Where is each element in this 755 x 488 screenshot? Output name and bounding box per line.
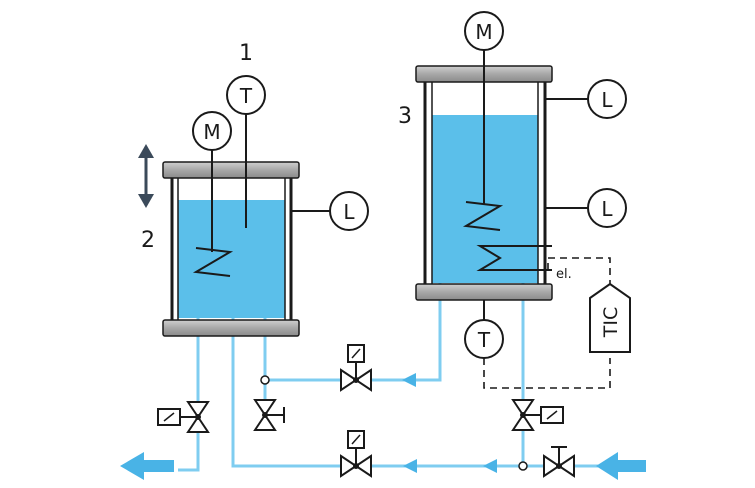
vessel-3-heater — [476, 245, 552, 271]
level-indicator-vessel-3-lower: L — [587, 188, 627, 228]
level-label: L — [601, 197, 613, 221]
flow-arrow-bottom — [403, 459, 417, 473]
level-label: L — [601, 88, 613, 112]
solenoid-valve-drain — [157, 401, 210, 433]
flow-arrow-transfer — [402, 373, 416, 387]
signal-line-temperature — [483, 358, 611, 389]
tic-controller: TIC — [589, 282, 631, 353]
manual-valve-branch — [253, 399, 285, 431]
inlet-arrow — [596, 452, 646, 480]
vessel-2-label: 2 — [141, 228, 155, 253]
motor-label: M — [203, 120, 220, 144]
vessel-2 — [162, 114, 300, 337]
vessel-2-bottom-flange — [162, 319, 300, 337]
level-indicator-vessel-2: L — [329, 191, 369, 231]
temperature-indicator-vessel-2: T — [226, 75, 266, 115]
temperature-label: T — [239, 84, 253, 108]
junction-node-left — [260, 375, 270, 385]
vessel-3 — [415, 50, 553, 320]
vessel-3-agitator-blade — [462, 201, 504, 231]
flow-arrow-feed — [483, 459, 497, 473]
level-label: L — [343, 200, 355, 224]
vessel-3-label: 3 — [398, 104, 412, 129]
signal-line-heater — [547, 257, 611, 284]
solenoid-valve-feed — [511, 399, 564, 431]
motor-indicator-vessel-2: M — [192, 111, 232, 151]
pipe-drain-left — [178, 318, 200, 472]
solenoid-valve-bottom — [340, 430, 372, 478]
manual-valve-feed — [543, 446, 575, 478]
pipe-bottom-line — [231, 318, 523, 468]
control-signal-lines — [483, 257, 611, 389]
temperature-label: T — [477, 328, 491, 352]
vessel-2-liquid — [178, 200, 285, 318]
vessel-3-bottom-flange — [415, 283, 553, 301]
vessel-2-agitator-blade — [192, 247, 234, 277]
temperature-indicator-vessel-3: T — [464, 319, 504, 359]
motor-label: M — [475, 20, 492, 44]
electric-label: el. — [556, 267, 572, 282]
tic-label: TIC — [600, 307, 622, 338]
outlet-arrow — [120, 452, 174, 480]
junction-node-right — [518, 461, 528, 471]
height-adjust-arrow — [138, 144, 154, 208]
vessel-1-label: 1 — [239, 41, 253, 66]
level-indicator-vessel-3-upper: L — [587, 79, 627, 119]
solenoid-valve-transfer — [340, 344, 372, 392]
flow-arrows — [120, 373, 646, 480]
motor-indicator-vessel-3: M — [464, 11, 504, 51]
vessel-2-top-flange — [162, 161, 300, 179]
